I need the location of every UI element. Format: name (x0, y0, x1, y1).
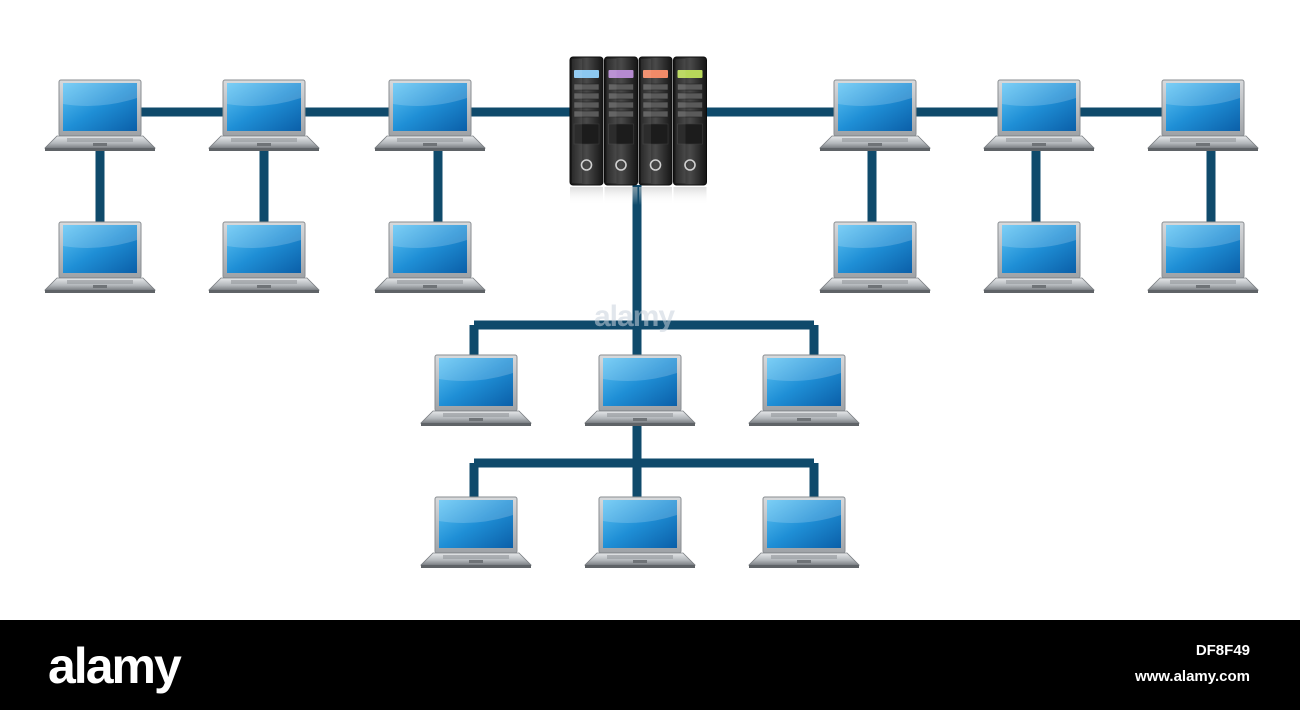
footer-bar: alamy DF8F49 www.alamy.com (0, 620, 1300, 710)
laptop-icon (584, 496, 696, 568)
watermark-text: alamy (594, 300, 675, 333)
laptop-icon (374, 79, 486, 151)
server-unit-icon (638, 56, 673, 205)
network-links (95, 107, 1216, 498)
brand-logo-text: alamy (48, 638, 182, 694)
laptop-icon (420, 496, 532, 568)
site-url-text: www.alamy.com (1134, 668, 1250, 685)
laptop-icon (1147, 221, 1259, 293)
laptop-icon (44, 79, 156, 151)
laptop-icon (374, 221, 486, 293)
network-diagram (44, 56, 1259, 568)
network-nodes (44, 79, 1259, 568)
laptop-icon (748, 354, 860, 426)
laptop-icon (983, 79, 1095, 151)
laptop-icon (819, 79, 931, 151)
laptop-icon (208, 221, 320, 293)
laptop-icon (420, 354, 532, 426)
server-rack (569, 56, 707, 205)
laptop-icon (208, 79, 320, 151)
laptop-icon (748, 496, 860, 568)
laptop-icon (584, 354, 696, 426)
server-unit-icon (604, 56, 638, 205)
laptop-icon (983, 221, 1095, 293)
server-unit-icon (569, 56, 604, 205)
laptop-icon (819, 221, 931, 293)
image-id-text: DF8F49 (1195, 642, 1250, 659)
laptop-icon (44, 221, 156, 293)
laptop-icon (1147, 79, 1259, 151)
server-unit-icon (673, 56, 707, 205)
